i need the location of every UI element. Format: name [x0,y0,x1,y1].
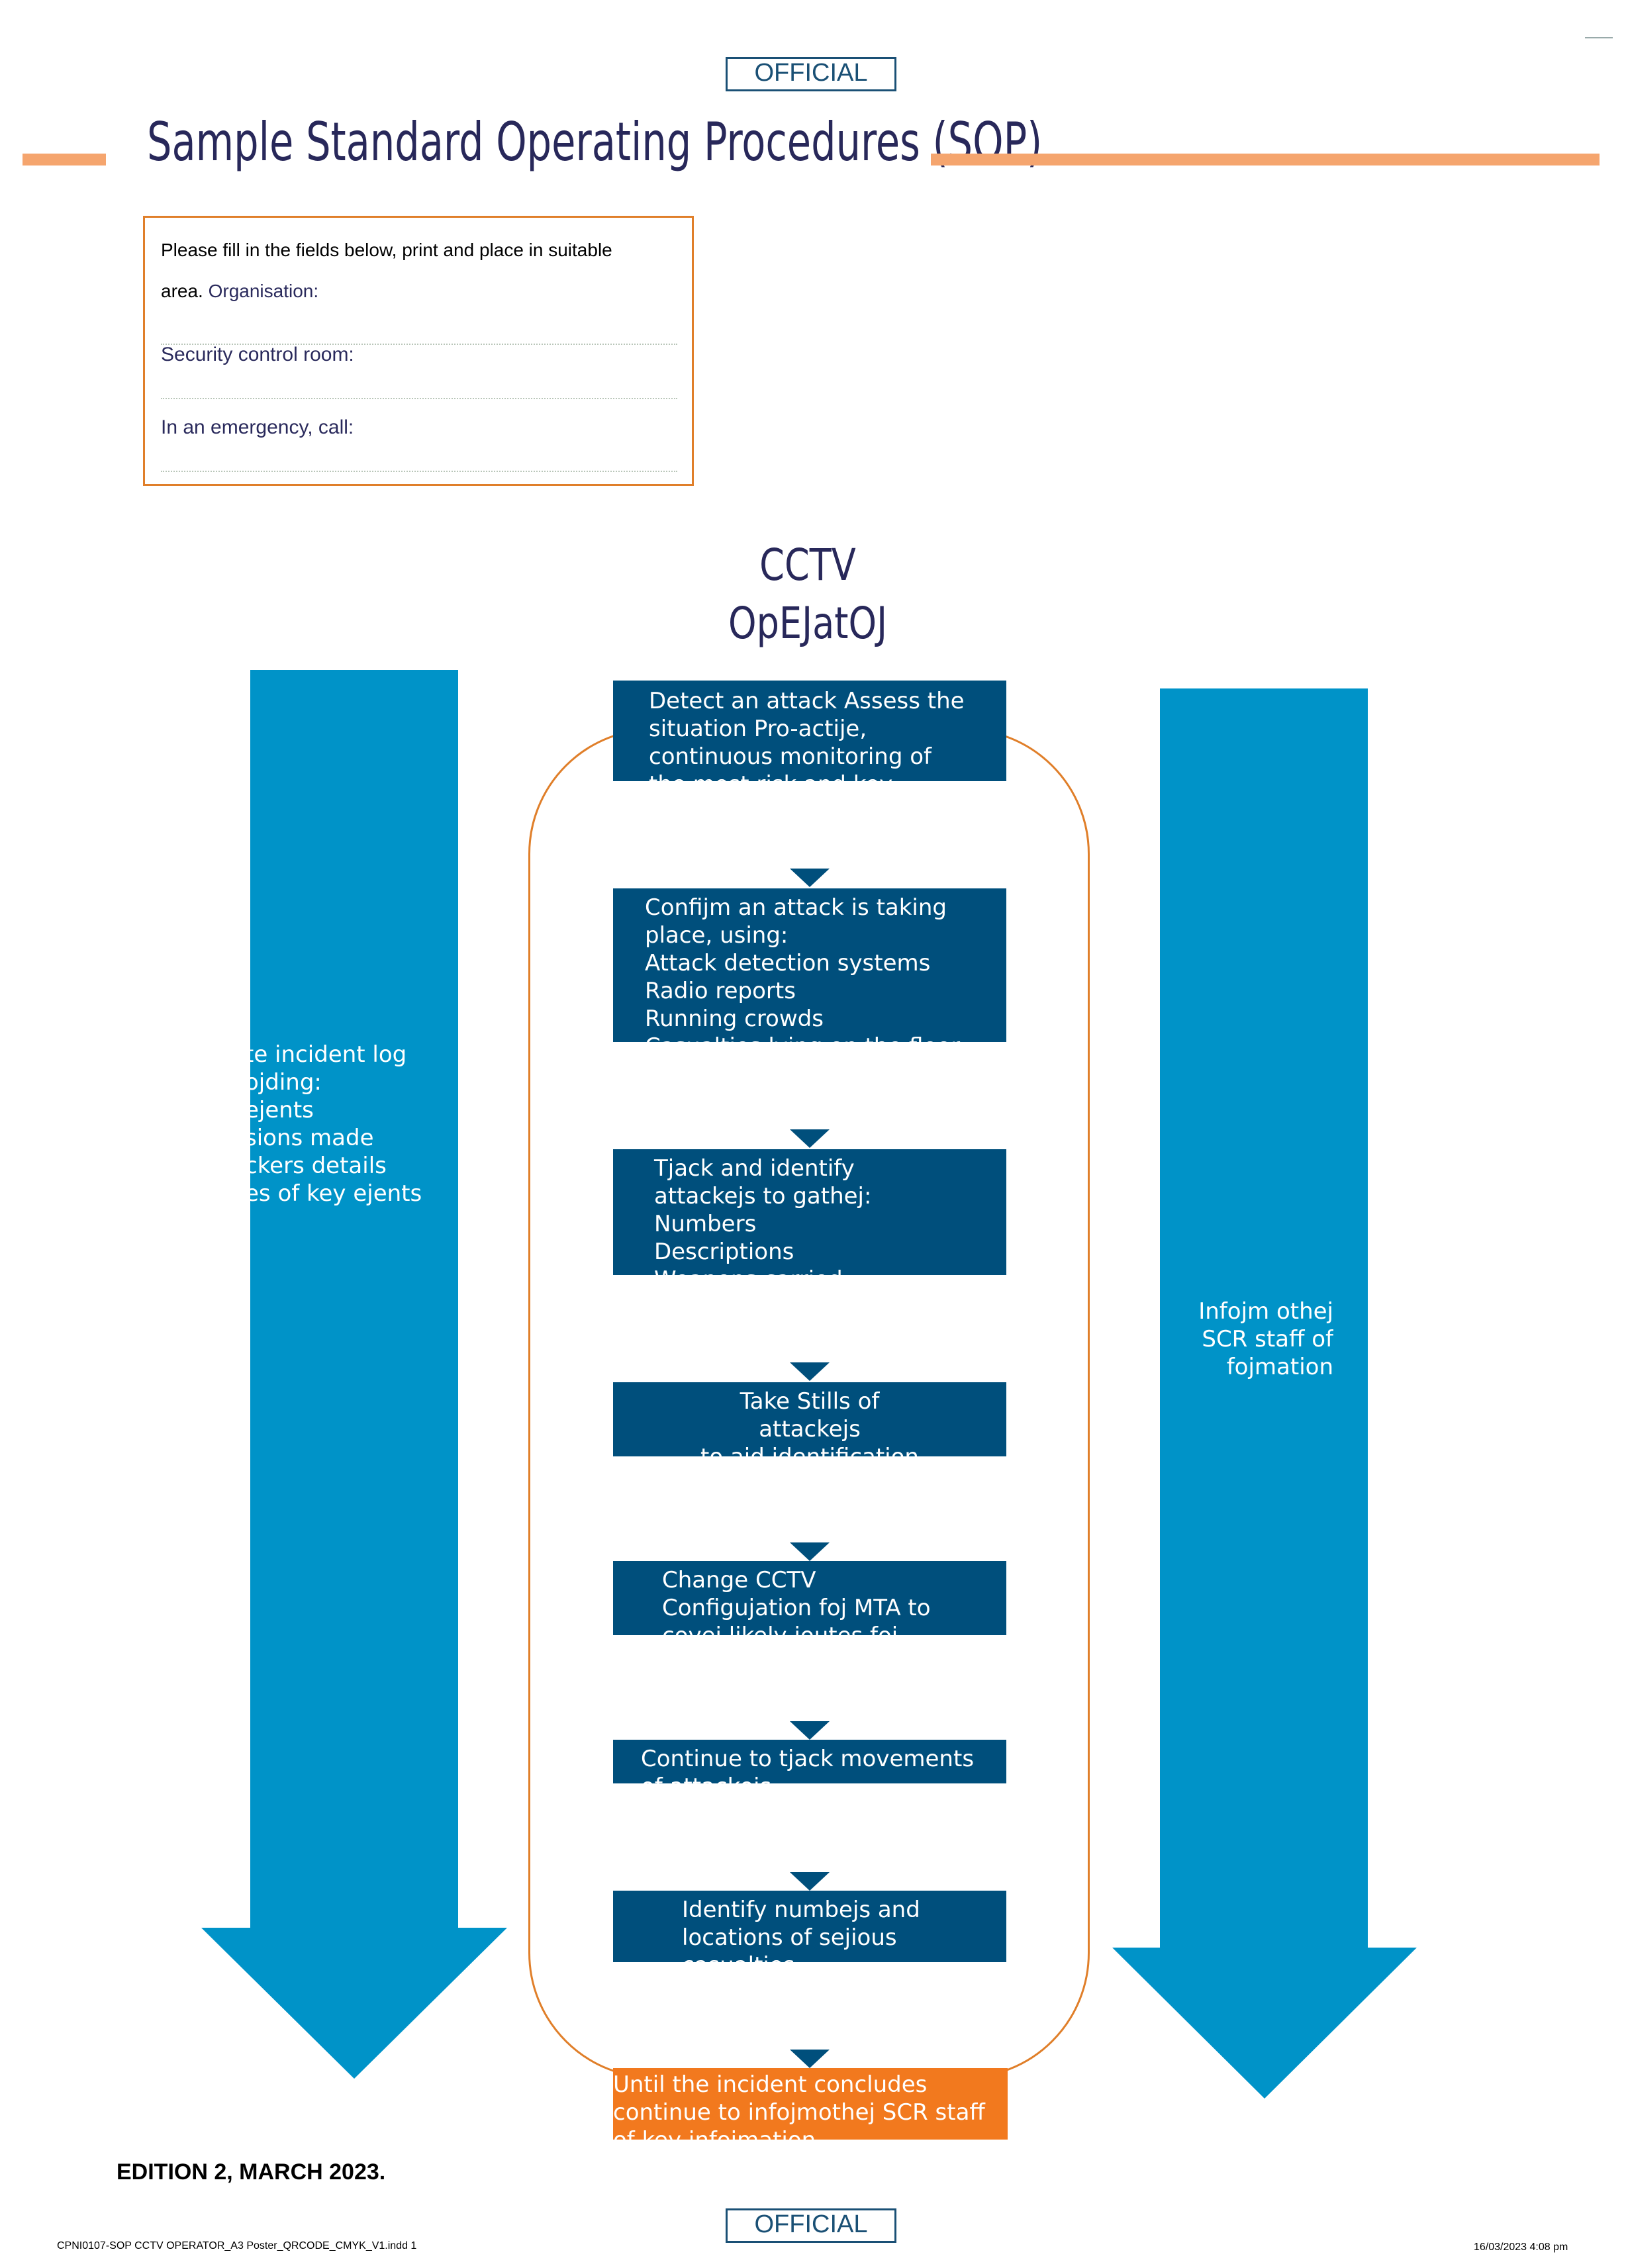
control-room-field[interactable] [161,398,677,399]
footer-filename: CPNI0107-SOP CCTV OPERATOR_A3 Poster_QRC… [57,2240,417,2251]
left-arrow-text: te incident log ojding: ejents sions mad… [245,1041,422,1207]
footer-timestamp: 16/03/2023 4:08 pm [1474,2242,1568,2253]
form-intro-line1: Please fill in the fields below, print a… [161,240,612,260]
emergency-label: In an emergency, call: [161,416,354,438]
official-marking-top: OFFICIAL [726,57,896,91]
page-title: Sample Standard Operating Procedures (SO… [147,111,1043,173]
step-change-cctv: Change CCTV Configujation foj MTA to cov… [613,1561,1006,1635]
organisation-field[interactable] [161,344,677,345]
contact-form: Please fill in the fields below, print a… [143,216,694,486]
step-connector-arrow [790,1362,830,1381]
official-marking-bottom: OFFICIAL [726,2208,896,2243]
emergency-field[interactable] [161,471,677,472]
edition-text: EDITION 2, MARCH 2023. [117,2159,386,2185]
step-connector-arrow [790,2050,830,2068]
step-connector-arrow [790,1721,830,1740]
form-intro-line2: area. [161,281,203,301]
step-until-incident-concludes: Until the incident concludes continue to… [613,2068,1008,2140]
right-arrow-shape [1112,688,1417,2099]
form-intro: Please fill in the fields below, print a… [161,230,684,312]
left-arrow-shape [201,670,507,2079]
step-take-stills: Take Stills of attackejs to aid identifi… [613,1382,1006,1456]
role-heading-line2: OpEJatOJ [728,598,888,649]
title-bar-left [23,154,106,165]
left-down-arrow [201,670,507,2079]
control-room-label: Security control room: [161,344,354,365]
step-track-attackers: Tjack and identify attackejs to gathej: … [613,1149,1006,1275]
step-identify-casualties: Identify numbejs and locations of sejiou… [613,1891,1006,1962]
title-bar-right [931,154,1600,165]
right-down-arrow [1112,688,1417,2099]
role-heading-line1: CCTV [759,540,856,591]
role-heading: CCTV OpEJatOJ [677,536,938,653]
corner-mark [1585,37,1613,38]
step-continue-tracking: Continue to tjack movements of attackejs [613,1740,1006,1783]
right-arrow-text: Infojm othej SCR staff of fojmation [1198,1298,1333,1380]
step-detect-attack: Detect an attack Assess the situation Pr… [613,681,1006,781]
step-connector-arrow [790,1129,830,1148]
step-connector-arrow [790,1872,830,1891]
organisation-label: Organisation: [208,281,319,301]
step-connector-arrow [790,869,830,887]
step-connector-arrow [790,1542,830,1561]
step-confirm-attack: Confijm an attack is taking place, using… [613,888,1006,1042]
